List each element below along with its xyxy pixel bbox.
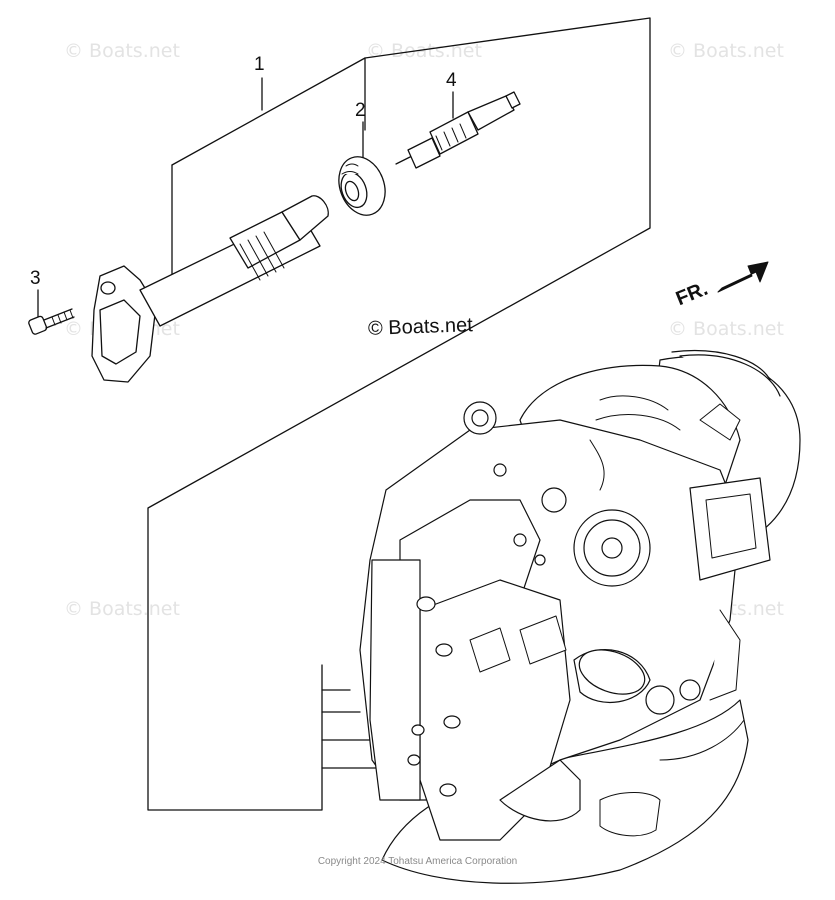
- copyright-notice: Copyright 2024 Tohatsu America Corporati…: [317, 856, 518, 867]
- callout-3: 3: [30, 268, 41, 289]
- bolt-part: [28, 308, 75, 335]
- callout-4: 4: [446, 70, 457, 91]
- callout-2: 2: [355, 100, 366, 121]
- group-frame: [171, 57, 366, 166]
- group-frame: [147, 17, 651, 811]
- seal-part: [338, 156, 386, 216]
- front-arrow-icon: [717, 261, 769, 293]
- spark-plug-part: [395, 91, 521, 169]
- engine-assembly: [359, 350, 801, 884]
- ignition-coil-part: [91, 195, 329, 383]
- callout-1: 1: [254, 54, 265, 75]
- center-watermark: © Boats.net: [367, 314, 474, 340]
